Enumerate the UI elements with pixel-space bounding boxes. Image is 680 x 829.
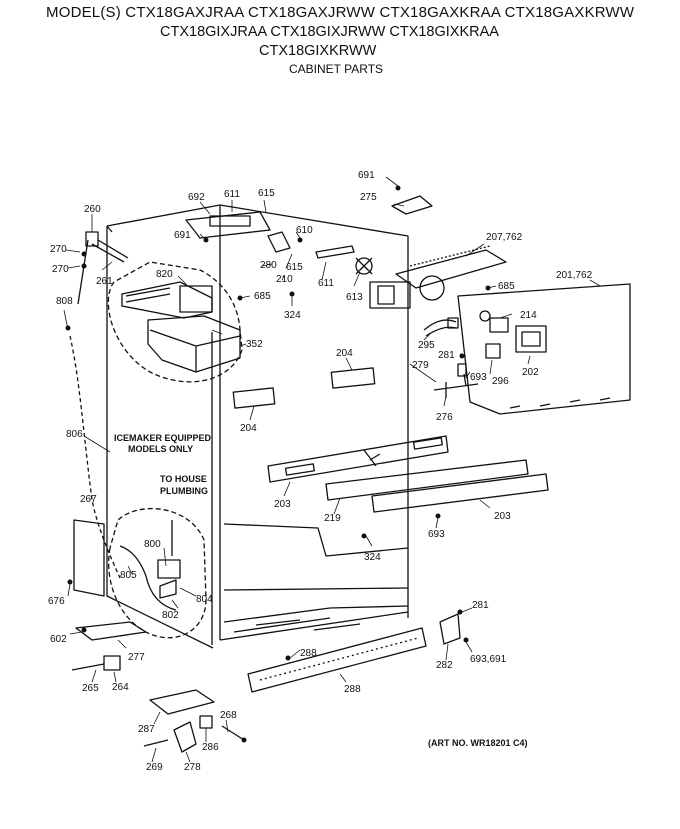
label-278: 278 (184, 762, 201, 773)
art-number: (ART NO. WR18201 C4) (428, 738, 528, 748)
note-icemaker-line-1: ICEMAKER EQUIPPED (114, 433, 212, 443)
label-214: 214 (520, 310, 537, 321)
mullion-rails (267, 435, 549, 513)
water-valve (119, 520, 181, 611)
label-270-a: 270 (50, 244, 67, 255)
hinge-cover (391, 195, 433, 215)
model-list-line-1: MODEL(S) CTX18GAXJRAA CTX18GAXJRWW CTX18… (46, 4, 635, 21)
label-282: 282 (436, 660, 453, 671)
label-324-low: 324 (364, 552, 381, 563)
note-plumbing-line-1: TO HOUSE (160, 474, 207, 484)
icemaker-assembly (121, 281, 213, 319)
label-279: 279 (412, 360, 429, 371)
cabinet-shell (106, 204, 409, 649)
label-281-mid: 281 (438, 350, 455, 361)
label-286: 286 (202, 742, 219, 753)
label-277: 277 (128, 652, 145, 663)
label-203-left: 203 (274, 499, 291, 510)
label-691-mid: 691 (174, 230, 191, 241)
label-820: 820 (156, 269, 173, 280)
plumbing-kit-outline (108, 507, 207, 639)
side-panel (73, 519, 105, 597)
note-icemaker-line-2: MODELS ONLY (128, 444, 193, 454)
label-805: 805 (120, 570, 137, 581)
hinge-bracket (439, 613, 461, 645)
label-287: 287 (138, 724, 155, 735)
label-806: 806 (66, 429, 83, 440)
evaporator-cover-panel (457, 283, 631, 415)
label-261: 261 (96, 276, 113, 287)
label-800: 800 (144, 539, 161, 550)
evaporator-fan-assembly (355, 245, 507, 309)
roller-bracket (149, 689, 215, 715)
label-268: 268 (220, 710, 237, 721)
label-203-right: 203 (494, 511, 511, 522)
label-264: 264 (112, 682, 129, 693)
label-804: 804 (196, 594, 213, 605)
label-202: 202 (522, 367, 539, 378)
label-275: 275 (360, 192, 377, 203)
part-labels: 691 275 692 611 615 260 691 610 207,762 … (48, 170, 593, 773)
label-808: 808 (56, 296, 73, 307)
label-611-mid: 611 (318, 278, 334, 289)
label-693-mid: 693 (470, 372, 487, 383)
label-201-762: 201,762 (556, 270, 593, 281)
damper-control-assembly (185, 211, 355, 259)
icemaker-kit-outline (107, 261, 243, 383)
diagram-header: MODEL(S) CTX18GAXJRAA CTX18GAXJRWW CTX18… (0, 0, 680, 80)
label-288-a: 288 (300, 648, 317, 659)
label-692: 692 (188, 192, 205, 203)
label-693-low: 693 (428, 529, 445, 540)
label-270-b: 270 (52, 264, 69, 275)
label-280: 280 (260, 260, 277, 271)
label-611-top: 611 (224, 189, 240, 200)
label-685-left: 685 (254, 291, 271, 302)
label-288-b: 288 (344, 684, 361, 695)
leveling-rail (75, 621, 147, 641)
shelf-support-right (330, 367, 376, 389)
label-267: 267 (80, 494, 97, 505)
label-615-top: 615 (258, 188, 275, 199)
label-269: 269 (146, 762, 163, 773)
label-210: 210 (276, 274, 293, 285)
label-691-top: 691 (358, 170, 375, 181)
label-260: 260 (84, 204, 101, 215)
label-219: 219 (324, 513, 341, 524)
label-802: 802 (162, 610, 179, 621)
note-plumbing-line-2: PLUMBING (160, 486, 208, 496)
label-204-left: 204 (240, 423, 257, 434)
toe-grille (247, 627, 427, 693)
label-615-mid: 615 (286, 262, 303, 273)
model-list-line-2: CTX18GIXJRAA CTX18GIXJRWW CTX18GIXKRAA (160, 24, 499, 40)
ice-bin (147, 315, 241, 373)
shelf-support-left (232, 387, 276, 409)
label-352: 352 (246, 339, 263, 350)
label-265: 265 (82, 683, 99, 694)
model-list-line-3: CTX18GIXKRWW (259, 43, 377, 59)
label-613: 613 (346, 292, 363, 303)
label-693-691: 693,691 (470, 654, 507, 665)
label-676: 676 (48, 596, 65, 607)
label-281-low: 281 (472, 600, 489, 611)
label-602: 602 (50, 634, 67, 645)
label-207-762: 207,762 (486, 232, 523, 243)
water-line (69, 335, 121, 579)
section-title: CABINET PARTS (289, 62, 384, 76)
label-276: 276 (436, 412, 453, 423)
label-296: 296 (492, 376, 509, 387)
label-295: 295 (418, 340, 435, 351)
label-324-top: 324 (284, 310, 301, 321)
label-610: 610 (296, 225, 313, 236)
label-685-right: 685 (498, 281, 515, 292)
label-204-mid: 204 (336, 348, 353, 359)
